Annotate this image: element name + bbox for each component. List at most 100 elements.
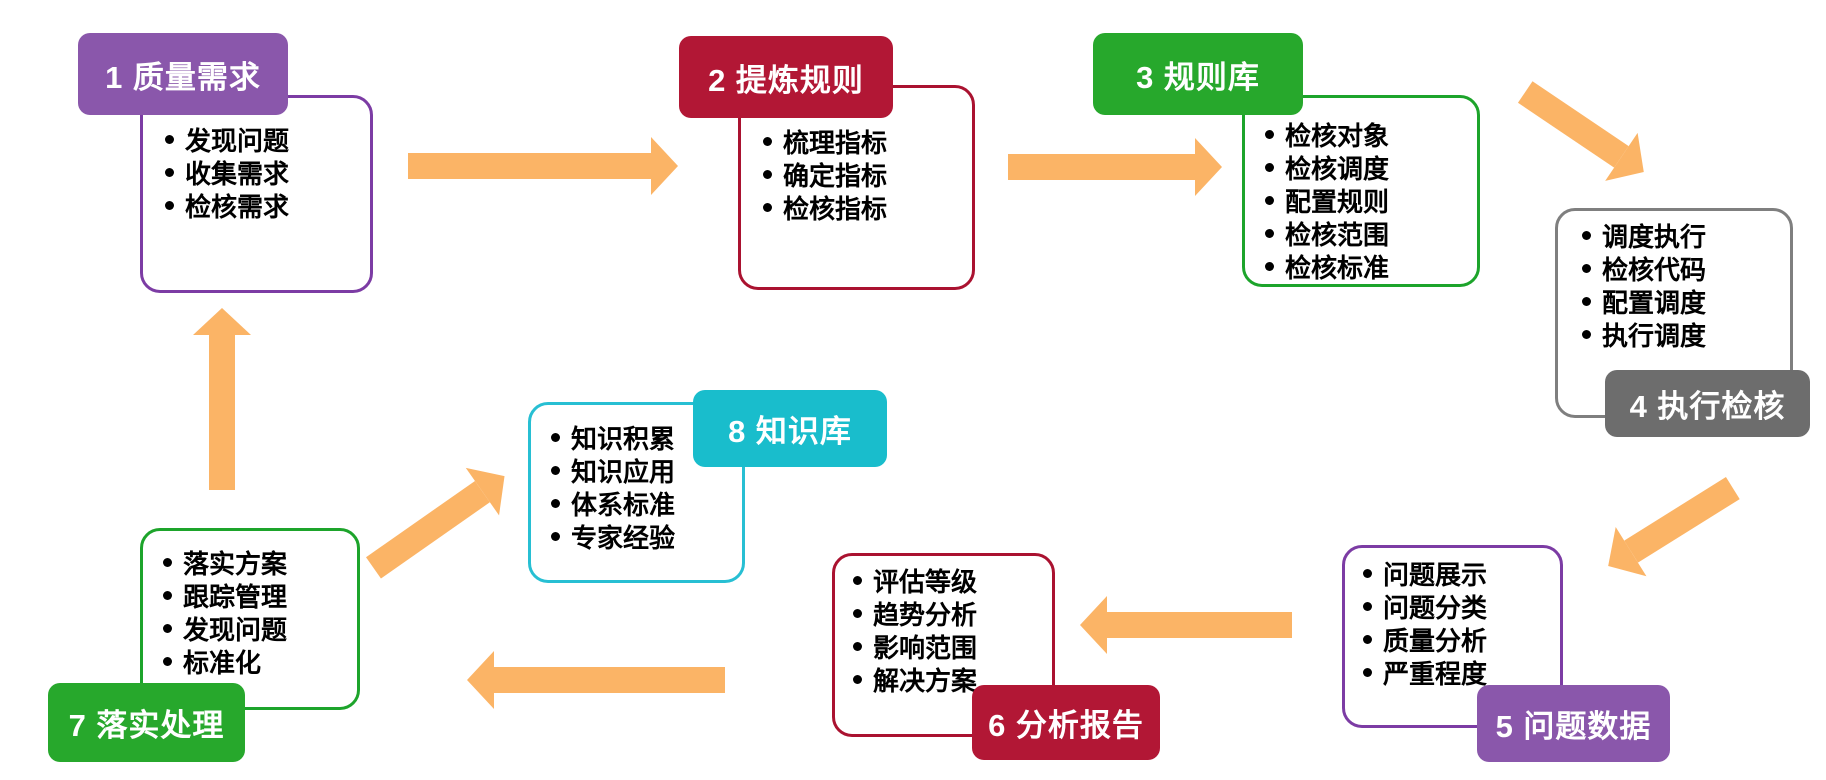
node-3-rule-library-body: 检核对象 检核调度 配置规则 检核范围 检核标准 xyxy=(1242,95,1480,287)
list-item: 解决方案 xyxy=(853,663,1052,696)
list-item-label: 执行调度 xyxy=(1602,321,1707,351)
bullet-icon xyxy=(1363,668,1372,677)
bullet-icon xyxy=(163,624,172,633)
bullet-icon xyxy=(1265,130,1274,139)
arrow-3-to-4-icon xyxy=(1509,68,1660,197)
bullet-icon xyxy=(1582,231,1591,240)
list-item-label: 配置规则 xyxy=(1285,187,1390,217)
bullet-icon xyxy=(763,170,772,179)
list-item-label: 调度执行 xyxy=(1602,222,1707,252)
bullet-icon xyxy=(1265,262,1274,271)
bullet-icon xyxy=(1582,297,1591,306)
bullet-icon xyxy=(763,137,772,146)
node-8-item-list: 知识积累 知识应用 体系标准 专家经验 xyxy=(551,421,742,553)
node-3-rule-library-header: 3 规则库 xyxy=(1093,33,1303,115)
list-item: 趋势分析 xyxy=(853,597,1052,630)
node-8-knowledge-base-header: 8 知识库 xyxy=(693,390,887,467)
list-item-label: 跟踪管理 xyxy=(183,582,288,612)
bullet-icon xyxy=(1363,569,1372,578)
list-item: 发现问题 xyxy=(163,612,357,645)
bullet-icon xyxy=(551,499,560,508)
node-6-item-list: 评估等级 趋势分析 影响范围 解决方案 xyxy=(853,564,1052,696)
bullet-icon xyxy=(1363,602,1372,611)
list-item-label: 确定指标 xyxy=(783,161,888,191)
arrow-head xyxy=(651,137,678,195)
list-item: 发现问题 xyxy=(165,123,370,156)
list-item-label: 发现问题 xyxy=(183,615,288,645)
list-item: 严重程度 xyxy=(1363,656,1560,689)
list-item: 标准化 xyxy=(163,645,357,678)
node-5-issue-data-header: 5 问题数据 xyxy=(1477,685,1670,762)
list-item-label: 检核范围 xyxy=(1285,220,1390,250)
arrow-shaft xyxy=(408,153,651,179)
list-item: 配置规则 xyxy=(1265,184,1477,217)
bullet-icon xyxy=(165,201,174,210)
list-item-label: 问题分类 xyxy=(1383,593,1488,623)
list-item-label: 梳理指标 xyxy=(783,128,888,158)
arrow-1-to-2-icon xyxy=(408,137,678,195)
bullet-icon xyxy=(551,532,560,541)
arrow-7-to-1-icon xyxy=(193,308,251,490)
bullet-icon xyxy=(551,433,560,442)
bullet-icon xyxy=(1265,229,1274,238)
list-item: 问题分类 xyxy=(1363,590,1560,623)
bullet-icon xyxy=(853,642,862,651)
arrow-head xyxy=(1080,596,1107,654)
bullet-icon xyxy=(1363,635,1372,644)
arrow-shaft xyxy=(366,480,490,579)
list-item: 确定指标 xyxy=(763,158,972,191)
list-item: 检核范围 xyxy=(1265,217,1477,250)
node-1-item-list: 发现问题 收集需求 检核需求 xyxy=(165,123,370,222)
list-item: 专家经验 xyxy=(551,520,742,553)
node-4-execute-check-header: 4 执行检核 xyxy=(1605,370,1810,437)
list-item-label: 专家经验 xyxy=(571,523,676,553)
bullet-icon xyxy=(763,203,772,212)
arrow-shaft xyxy=(1008,154,1195,180)
list-item-label: 检核调度 xyxy=(1285,154,1390,184)
list-item: 调度执行 xyxy=(1582,219,1790,252)
bullet-icon xyxy=(1265,163,1274,172)
list-item-label: 检核需求 xyxy=(185,192,290,222)
list-item: 影响范围 xyxy=(853,630,1052,663)
arrow-shaft xyxy=(494,667,725,693)
list-item-label: 落实方案 xyxy=(183,549,288,579)
node-5-item-list: 问题展示 问题分类 质量分析 严重程度 xyxy=(1363,557,1560,689)
node-2-refine-rules-header: 2 提炼规则 xyxy=(679,36,893,118)
list-item-label: 检核指标 xyxy=(783,194,888,224)
bullet-icon xyxy=(165,168,174,177)
list-item: 配置调度 xyxy=(1582,285,1790,318)
list-item: 收集需求 xyxy=(165,156,370,189)
node-3-item-list: 检核对象 检核调度 配置规则 检核范围 检核标准 xyxy=(1265,118,1477,283)
arrow-5-to-6-icon xyxy=(1080,596,1292,654)
arrow-6-to-7-icon xyxy=(467,651,725,709)
list-item-label: 收集需求 xyxy=(185,159,290,189)
list-item: 检核需求 xyxy=(165,189,370,222)
bullet-icon xyxy=(853,675,862,684)
bullet-icon xyxy=(163,591,172,600)
list-item-label: 趋势分析 xyxy=(873,600,978,630)
node-7-implementation-header: 7 落实处理 xyxy=(48,683,245,762)
node-2-item-list: 梳理指标 确定指标 检核指标 xyxy=(763,125,972,224)
bullet-icon xyxy=(163,657,172,666)
node-6-analysis-report-header: 6 分析报告 xyxy=(972,685,1160,760)
list-item-label: 知识应用 xyxy=(571,457,676,487)
arrow-head xyxy=(467,651,494,709)
arrow-4-to-5-icon xyxy=(1592,463,1748,591)
bullet-icon xyxy=(163,558,172,567)
bullet-icon xyxy=(853,609,862,618)
list-item-label: 检核对象 xyxy=(1285,121,1390,151)
list-item: 检核代码 xyxy=(1582,252,1790,285)
list-item: 检核对象 xyxy=(1265,118,1477,151)
arrow-head xyxy=(193,308,251,335)
arrow-shaft xyxy=(1517,81,1629,168)
arrow-shaft xyxy=(1624,477,1740,563)
list-item: 梳理指标 xyxy=(763,125,972,158)
list-item-label: 检核标准 xyxy=(1285,253,1390,283)
list-item-label: 标准化 xyxy=(183,648,262,678)
list-item-label: 配置调度 xyxy=(1602,288,1707,318)
list-item-label: 体系标准 xyxy=(571,490,676,520)
arrow-shaft xyxy=(1107,612,1292,638)
list-item-label: 问题展示 xyxy=(1383,560,1488,590)
list-item: 跟踪管理 xyxy=(163,579,357,612)
